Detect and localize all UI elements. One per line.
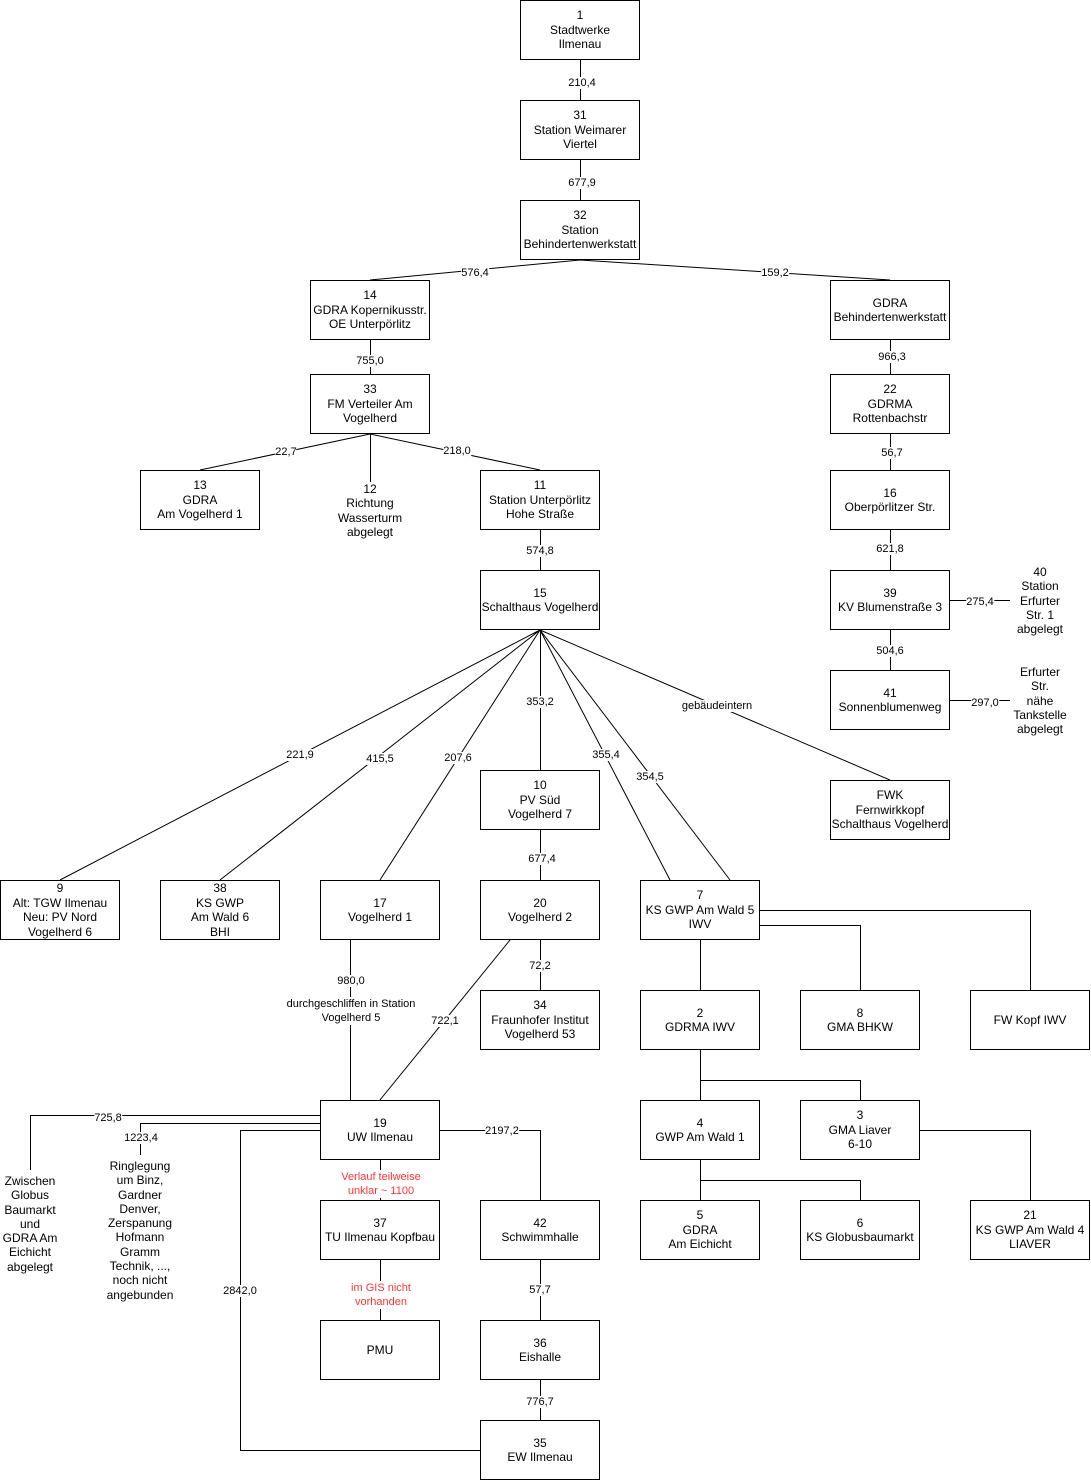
edge-label: 415,5 xyxy=(366,753,394,765)
node-34[interactable]: 34 Fraunhofer Institut Vogelherd 53 xyxy=(480,990,600,1050)
edge-label: 353,2 xyxy=(526,696,554,708)
edge-label: 207,6 xyxy=(444,752,472,764)
ringlegung-text: Ringlegung um Binz, Gardner Denver, Zers… xyxy=(106,1159,174,1302)
edge-label: 504,6 xyxy=(876,645,904,657)
node-21[interactable]: 21 KS GWP Am Wald 4 LIAVER xyxy=(970,1200,1090,1260)
edge-label: 966,3 xyxy=(878,351,906,363)
edge-label: 725,8 xyxy=(94,1112,122,1124)
edge-label: 2197,2 xyxy=(485,1125,519,1137)
edge-label: 980,0 xyxy=(337,975,365,987)
edge-label: 1223,4 xyxy=(124,1132,158,1144)
edge-label: 574,8 xyxy=(526,545,554,557)
node-9[interactable]: 9 Alt: TGW Ilmenau Neu: PV Nord Vogelher… xyxy=(0,880,120,940)
node-11[interactable]: 11 Station Unterpörlitz Hohe Straße xyxy=(480,470,600,530)
node-3[interactable]: 3 GMA Liaver 6-10 xyxy=(800,1100,920,1160)
node-15[interactable]: 15 Schalthaus Vogelherd xyxy=(480,570,600,630)
edge-label: 275,4 xyxy=(966,596,994,608)
edge-label: 677,9 xyxy=(568,177,596,189)
node-fwk[interactable]: FWK Fernwirkkopf Schalthaus Vogelherd xyxy=(830,780,950,840)
node-41[interactable]: 41 Sonnenblumenweg xyxy=(830,670,950,730)
node-37[interactable]: 37 TU Ilmenau Kopfbau xyxy=(320,1200,440,1260)
edge-label: 297,0 xyxy=(971,697,999,709)
edge-label: 755,0 xyxy=(356,355,384,367)
node-39[interactable]: 39 KV Blumenstraße 3 xyxy=(830,570,950,630)
edge-label: 210,4 xyxy=(568,77,596,89)
edge-label: gebäudeintern xyxy=(681,700,753,712)
erfurter-str-text: Erfurter Str. nähe Tankstelle abgelegt xyxy=(1013,665,1067,737)
node-8[interactable]: 8 GMA BHKW xyxy=(800,990,920,1050)
edge-label: 576,4 xyxy=(461,267,489,279)
node-13[interactable]: 13 GDRA Am Vogelherd 1 xyxy=(140,470,260,530)
node-33[interactable]: 33 FM Verteiler Am Vogelherd xyxy=(310,374,430,434)
node-22[interactable]: 22 GDRMA Rottenbachstr xyxy=(830,374,950,434)
edge-label: 354,5 xyxy=(636,771,664,783)
edge-label: 355,4 xyxy=(592,749,620,761)
node-fw-kopf-iwv[interactable]: FW Kopf IWV xyxy=(970,990,1090,1050)
edge-label: 722,1 xyxy=(431,1015,459,1027)
edge-note: durchgeschliffen in Station Vogelherd 5 xyxy=(286,997,416,1025)
edge-label: 56,7 xyxy=(881,447,903,459)
edge-label: 677,4 xyxy=(528,853,556,865)
node-5[interactable]: 5 GDRA Am Eichicht xyxy=(640,1200,760,1260)
node-35[interactable]: 35 EW Ilmenau xyxy=(480,1420,600,1480)
edge-label: 218,0 xyxy=(443,445,471,457)
edge-label: 221,9 xyxy=(286,749,314,761)
node-19[interactable]: 19 UW Ilmenau xyxy=(320,1100,440,1160)
node-31[interactable]: 31 Station Weimarer Viertel xyxy=(520,100,640,160)
edge-note-red: Verlauf teilweise unklar ~ 1100 xyxy=(341,1170,421,1198)
node-6[interactable]: 6 KS Globusbaumarkt xyxy=(800,1200,920,1260)
node-20[interactable]: 20 Vogelherd 2 xyxy=(480,880,600,940)
edge-label: 159,2 xyxy=(761,267,789,279)
node-7[interactable]: 7 KS GWP Am Wald 5 IWV xyxy=(640,880,760,940)
node-16[interactable]: 16 Oberpörlitzer Str. xyxy=(830,470,950,530)
node-2[interactable]: 2 GDRMA IWV xyxy=(640,990,760,1050)
node-14[interactable]: 14 GDRA Kopernikusstr. OE Unterpörlitz xyxy=(310,280,430,340)
edge-label: 72,2 xyxy=(529,960,551,972)
node-36[interactable]: 36 Eishalle xyxy=(480,1320,600,1380)
edge-label: 621,8 xyxy=(876,543,904,555)
edge-label: 22,7 xyxy=(275,446,297,458)
node-pmu[interactable]: PMU xyxy=(320,1320,440,1380)
node-40-text: 40 Station Erfurter Str. 1 abgelegt xyxy=(1016,565,1064,637)
edge-note-red: im GIS nicht vorhanden xyxy=(351,1281,411,1309)
edge-label: 57,7 xyxy=(529,1284,551,1296)
node-17[interactable]: 17 Vogelherd 1 xyxy=(320,880,440,940)
edge-label: 2842,0 xyxy=(223,1285,257,1297)
node-gdra-behindertenwerkstatt[interactable]: GDRA Behindertenwerkstatt xyxy=(830,280,950,340)
node-10[interactable]: 10 PV Süd Vogelherd 7 xyxy=(480,770,600,830)
zwischen-globus-text: Zwischen Globus Baumarkt und GDRA Am Eic… xyxy=(2,1174,58,1275)
node-32[interactable]: 32 Station Behindertenwerkstatt xyxy=(520,200,640,260)
node-12-text: 12 Richtung Wasserturm abgelegt xyxy=(337,482,403,540)
edge-label: 776,7 xyxy=(526,1396,554,1408)
node-1-stadtwerke[interactable]: 1 Stadtwerke Ilmenau xyxy=(520,0,640,60)
node-38[interactable]: 38 KS GWP Am Wald 6 BHI xyxy=(160,880,280,940)
node-4[interactable]: 4 GWP Am Wald 1 xyxy=(640,1100,760,1160)
node-42[interactable]: 42 Schwimmhalle xyxy=(480,1200,600,1260)
